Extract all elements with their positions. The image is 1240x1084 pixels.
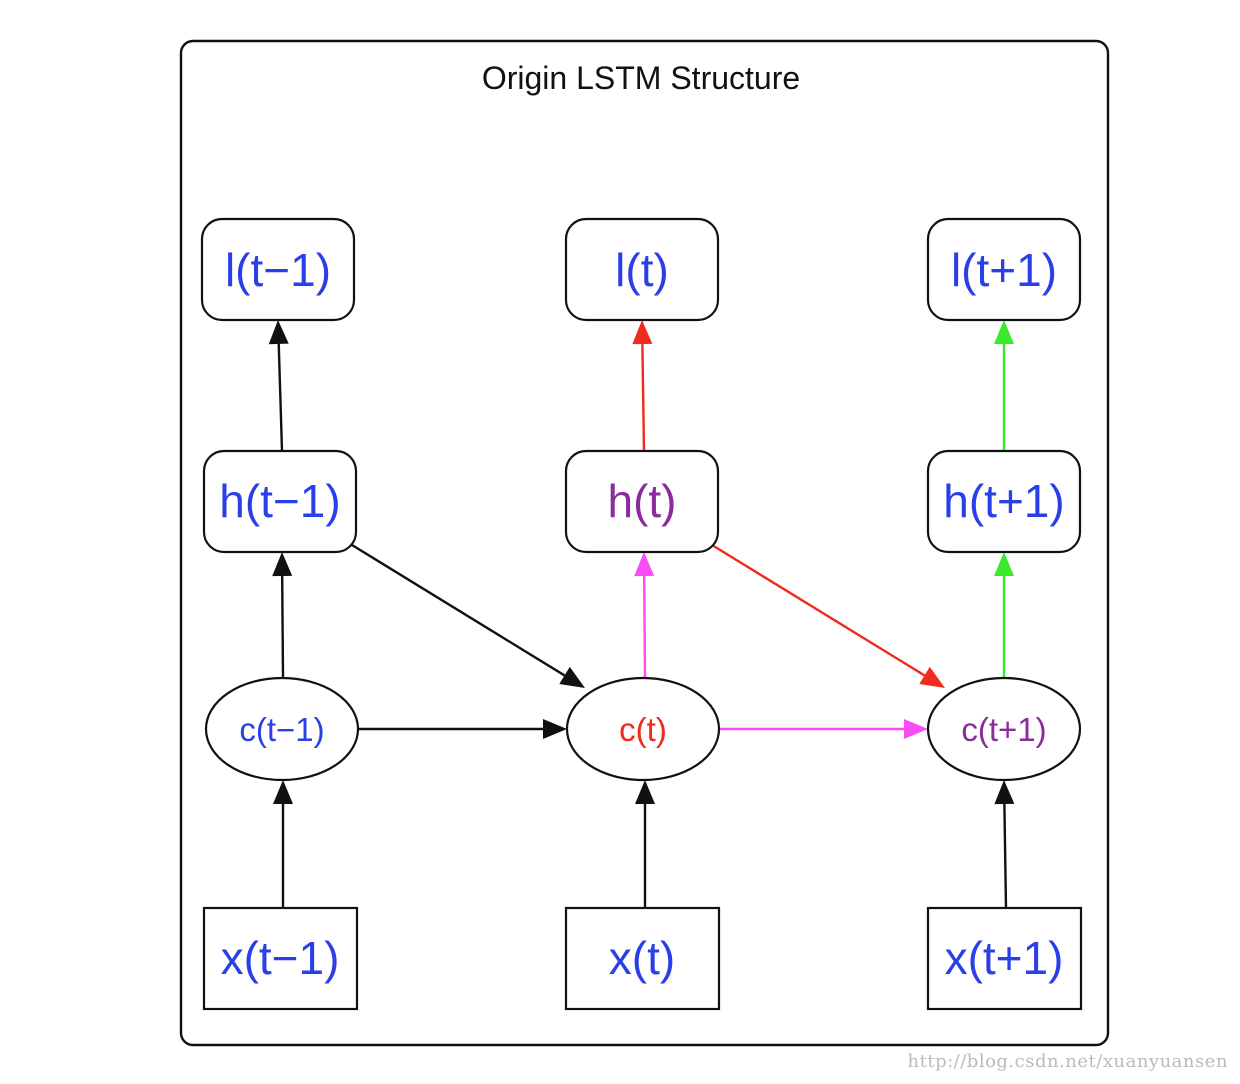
edge-line	[280, 575, 285, 679]
diagram-title: Origin LSTM Structure	[482, 60, 800, 96]
node-x-cur: x(t)	[564, 906, 721, 1011]
arrowhead-icon	[632, 320, 653, 345]
edge-x-next-to-c-next	[994, 780, 1015, 909]
arrowhead-icon	[268, 320, 289, 345]
arrowhead-icon	[634, 552, 655, 577]
arrowhead-icon	[272, 552, 293, 577]
arrowhead-icon	[635, 780, 655, 804]
edges-layer	[268, 320, 1015, 909]
node-h-prev-label: h(t−1)	[219, 475, 340, 527]
edge-h-next-to-l-next	[994, 320, 1014, 451]
node-l-next: l(t+1)	[926, 217, 1082, 322]
node-c-next: c(t+1)	[926, 676, 1082, 782]
watermark: http://blog.csdn.net/xuanyuansen	[907, 1051, 1228, 1072]
node-l-cur: l(t)	[564, 217, 720, 322]
node-c-cur: c(t)	[565, 676, 721, 782]
node-x-next-label: x(t+1)	[945, 932, 1064, 984]
arrowhead-icon	[559, 666, 585, 688]
node-x-cur-label: x(t)	[609, 932, 675, 984]
edge-x-cur-to-c-cur	[635, 780, 655, 908]
edge-line	[641, 343, 646, 452]
edge-c-prev-to-c-cur	[358, 719, 567, 739]
edge-line	[277, 343, 284, 452]
node-l-cur-label: l(t)	[615, 244, 669, 296]
node-l-next-label: l(t+1)	[951, 244, 1057, 296]
node-c-prev-label: c(t−1)	[239, 711, 324, 748]
edge-h-cur-to-c-next	[711, 543, 945, 688]
node-h-next: h(t+1)	[926, 449, 1082, 554]
node-l-prev: l(t−1)	[200, 217, 356, 322]
edge-c-cur-to-c-next	[720, 719, 928, 739]
node-x-prev-label: x(t−1)	[221, 932, 340, 984]
node-l-prev-label: l(t−1)	[225, 244, 331, 296]
node-c-cur-label: c(t)	[619, 711, 667, 748]
arrowhead-icon	[919, 666, 945, 688]
nodes-layer: l(t−1) l(t) l(t+1) h(t−1) h(t) h(t+1) c(…	[200, 217, 1083, 1011]
arrowhead-icon	[994, 320, 1014, 344]
node-h-cur: h(t)	[564, 449, 720, 554]
edge-line	[711, 543, 926, 677]
node-x-next: x(t+1)	[926, 906, 1083, 1011]
edge-line	[351, 543, 566, 677]
arrowhead-icon	[543, 719, 567, 739]
edge-h-prev-to-c-cur	[351, 543, 585, 688]
edge-h-prev-to-l-prev	[268, 320, 289, 452]
arrowhead-icon	[273, 780, 293, 804]
edge-h-cur-to-l-cur	[632, 320, 653, 452]
node-x-prev: x(t−1)	[202, 906, 359, 1011]
node-h-cur-label: h(t)	[608, 475, 677, 527]
edge-line	[642, 575, 647, 679]
arrowhead-icon	[994, 552, 1014, 576]
edge-c-next-to-h-next	[994, 552, 1014, 678]
edge-c-cur-to-h-cur	[634, 552, 655, 679]
edge-x-prev-to-c-prev	[273, 780, 293, 908]
node-c-next-label: c(t+1)	[961, 711, 1046, 748]
node-h-prev: h(t−1)	[202, 449, 358, 554]
node-h-next-label: h(t+1)	[943, 475, 1064, 527]
edge-c-prev-to-h-prev	[272, 552, 293, 679]
arrowhead-icon	[994, 780, 1015, 805]
edge-line	[1003, 803, 1008, 909]
node-c-prev: c(t−1)	[204, 676, 360, 782]
arrowhead-icon	[904, 719, 928, 739]
